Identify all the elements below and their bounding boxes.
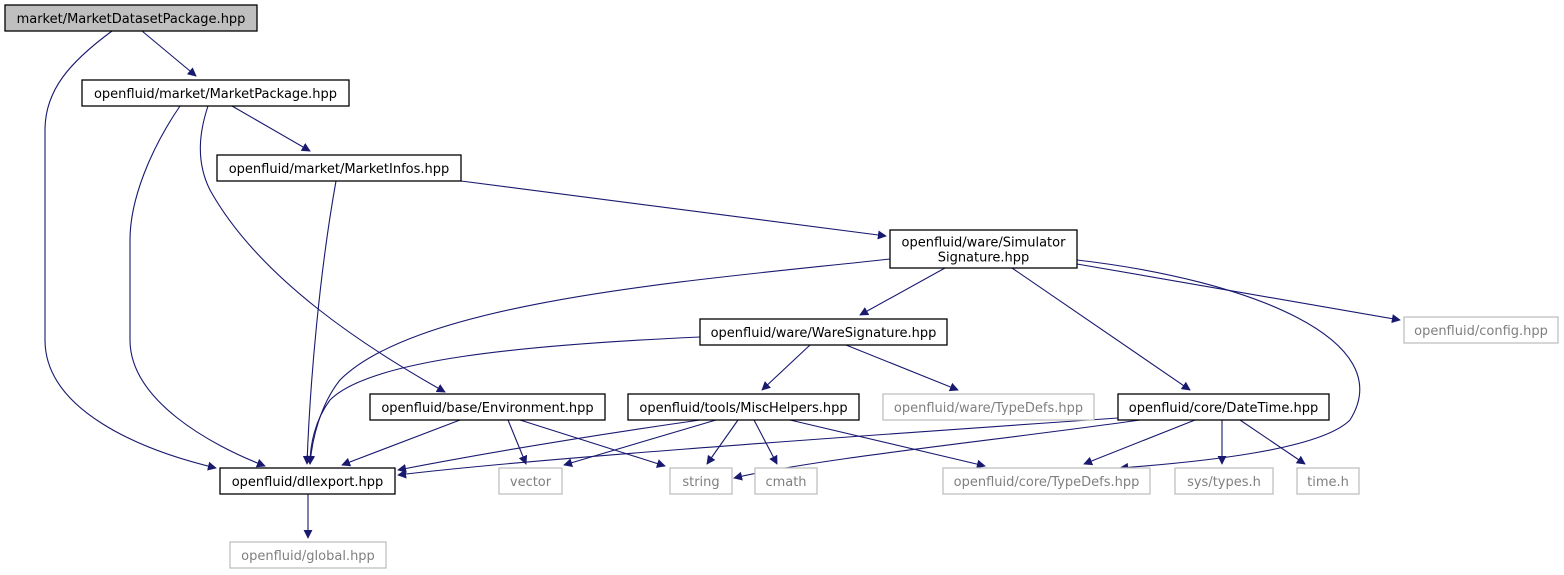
node-box-global [229, 541, 387, 569]
edge-root-to-dllexport [44, 30, 217, 471]
node-marketpackage[interactable]: openfluid/market/MarketPackage.hpp [81, 79, 350, 107]
node-config: openfluid/config.hpp [1403, 316, 1559, 344]
edge-simsig-to-config [1076, 263, 1401, 324]
node-box-simsig [889, 229, 1078, 269]
node-coretypedefs: openfluid/core/TypeDefs.hpp [942, 467, 1151, 495]
edge-waresig-to-dllexport [305, 336, 701, 465]
node-label-timeh: time.h [1307, 475, 1349, 490]
edge-marketinfos-to-dllexport [302, 180, 337, 465]
node-label-waretypedefs: openfluid/ware/TypeDefs.hpp [894, 401, 1083, 416]
node-label-simsig-line2: Signature.hpp [938, 251, 1030, 266]
node-label-simsig-line1: openfluid/ware/Simulator [902, 236, 1067, 251]
node-waretypedefs: openfluid/ware/TypeDefs.hpp [882, 393, 1095, 421]
edge-datetime-to-timeh [1239, 419, 1306, 465]
node-box-waretypedefs [882, 393, 1095, 421]
node-vector: vector [498, 467, 563, 495]
edge-mischelpers-to-string [706, 419, 739, 465]
edge-marketinfos-to-simsig [460, 180, 887, 240]
edge-environment-to-string [519, 419, 666, 468]
node-string: string [669, 467, 733, 495]
node-label-string: string [682, 475, 719, 490]
node-box-timeh [1296, 467, 1360, 495]
node-label-root: market/MarketDatasetPackage.hpp [17, 12, 246, 27]
node-global: openfluid/global.hpp [229, 541, 387, 569]
node-systypes: sys/types.h [1174, 467, 1274, 495]
edge-datetime-to-dllexport [397, 417, 1119, 479]
node-box-mischelpers [627, 393, 860, 421]
edge-marketpackage-to-marketinfos [231, 105, 311, 152]
edge-marketpackage-to-dllexport [129, 105, 266, 468]
edge-mischelpers-to-coretypedefs [789, 419, 986, 469]
node-label-environment: openfluid/base/Environment.hpp [381, 401, 593, 416]
node-box-config [1403, 316, 1559, 344]
node-label-coretypedefs: openfluid/core/TypeDefs.hpp [954, 475, 1140, 490]
edge-simsig-to-datetime [1011, 267, 1191, 391]
edge-mischelpers-to-vector [563, 419, 717, 468]
edge-marketpackage-to-environment [199, 105, 446, 393]
node-box-marketpackage [81, 79, 350, 107]
node-box-string [669, 467, 733, 495]
node-cmath: cmath [754, 467, 818, 495]
node-timeh: time.h [1296, 467, 1360, 495]
node-label-datetime: openfluid/core/DateTime.hpp [1129, 401, 1318, 416]
edge-datetime-to-coretypedefs [1083, 419, 1196, 466]
node-label-config: openfluid/config.hpp [1414, 324, 1548, 339]
edge-environment-to-vector [507, 419, 528, 465]
node-dllexport[interactable]: openfluid/dllexport.hpp [219, 467, 396, 495]
node-waresig[interactable]: openfluid/ware/WareSignature.hpp [699, 318, 948, 346]
edge-mischelpers-to-cmath [753, 419, 778, 465]
edge-simsig-to-dllexport [306, 258, 891, 465]
node-box-marketinfos [216, 154, 462, 182]
node-label-vector: vector [510, 475, 552, 490]
node-box-datetime [1117, 393, 1330, 421]
node-box-cmath [754, 467, 818, 495]
node-label-waresig: openfluid/ware/WareSignature.hpp [711, 326, 937, 341]
edge-simsig-to-waresig [859, 267, 946, 316]
node-box-environment [369, 393, 606, 421]
node-box-dllexport [219, 467, 396, 495]
edge-root-to-marketpackage [141, 30, 197, 77]
edge-waresig-to-waretypedefs [845, 344, 959, 392]
node-box-systypes [1174, 467, 1274, 495]
node-label-marketpackage: openfluid/market/MarketPackage.hpp [94, 87, 337, 102]
edge-waresig-to-mischelpers [761, 344, 811, 391]
node-label-marketinfos: openfluid/market/MarketInfos.hpp [229, 162, 450, 177]
node-box-vector [498, 467, 563, 495]
node-mischelpers[interactable]: openfluid/tools/MiscHelpers.hpp [627, 393, 860, 421]
node-root[interactable]: market/MarketDatasetPackage.hpp [4, 4, 258, 32]
node-label-systypes: sys/types.h [1187, 475, 1261, 490]
edge-environment-to-dllexport [341, 419, 461, 467]
node-label-mischelpers: openfluid/tools/MiscHelpers.hpp [639, 401, 847, 416]
node-label-global: openfluid/global.hpp [241, 549, 375, 564]
edge-simsig-to-coretypedefs [1076, 259, 1361, 472]
node-box-coretypedefs [942, 467, 1151, 495]
node-datetime[interactable]: openfluid/core/DateTime.hpp [1117, 393, 1330, 421]
node-label-dllexport: openfluid/dllexport.hpp [232, 475, 384, 490]
node-label-cmath: cmath [765, 475, 806, 490]
node-box-waresig [699, 318, 948, 346]
node-marketinfos[interactable]: openfluid/market/MarketInfos.hpp [216, 154, 462, 182]
node-environment[interactable]: openfluid/base/Environment.hpp [369, 393, 606, 421]
node-box-root [4, 4, 258, 32]
edge-mischelpers-to-dllexport [397, 419, 701, 473]
